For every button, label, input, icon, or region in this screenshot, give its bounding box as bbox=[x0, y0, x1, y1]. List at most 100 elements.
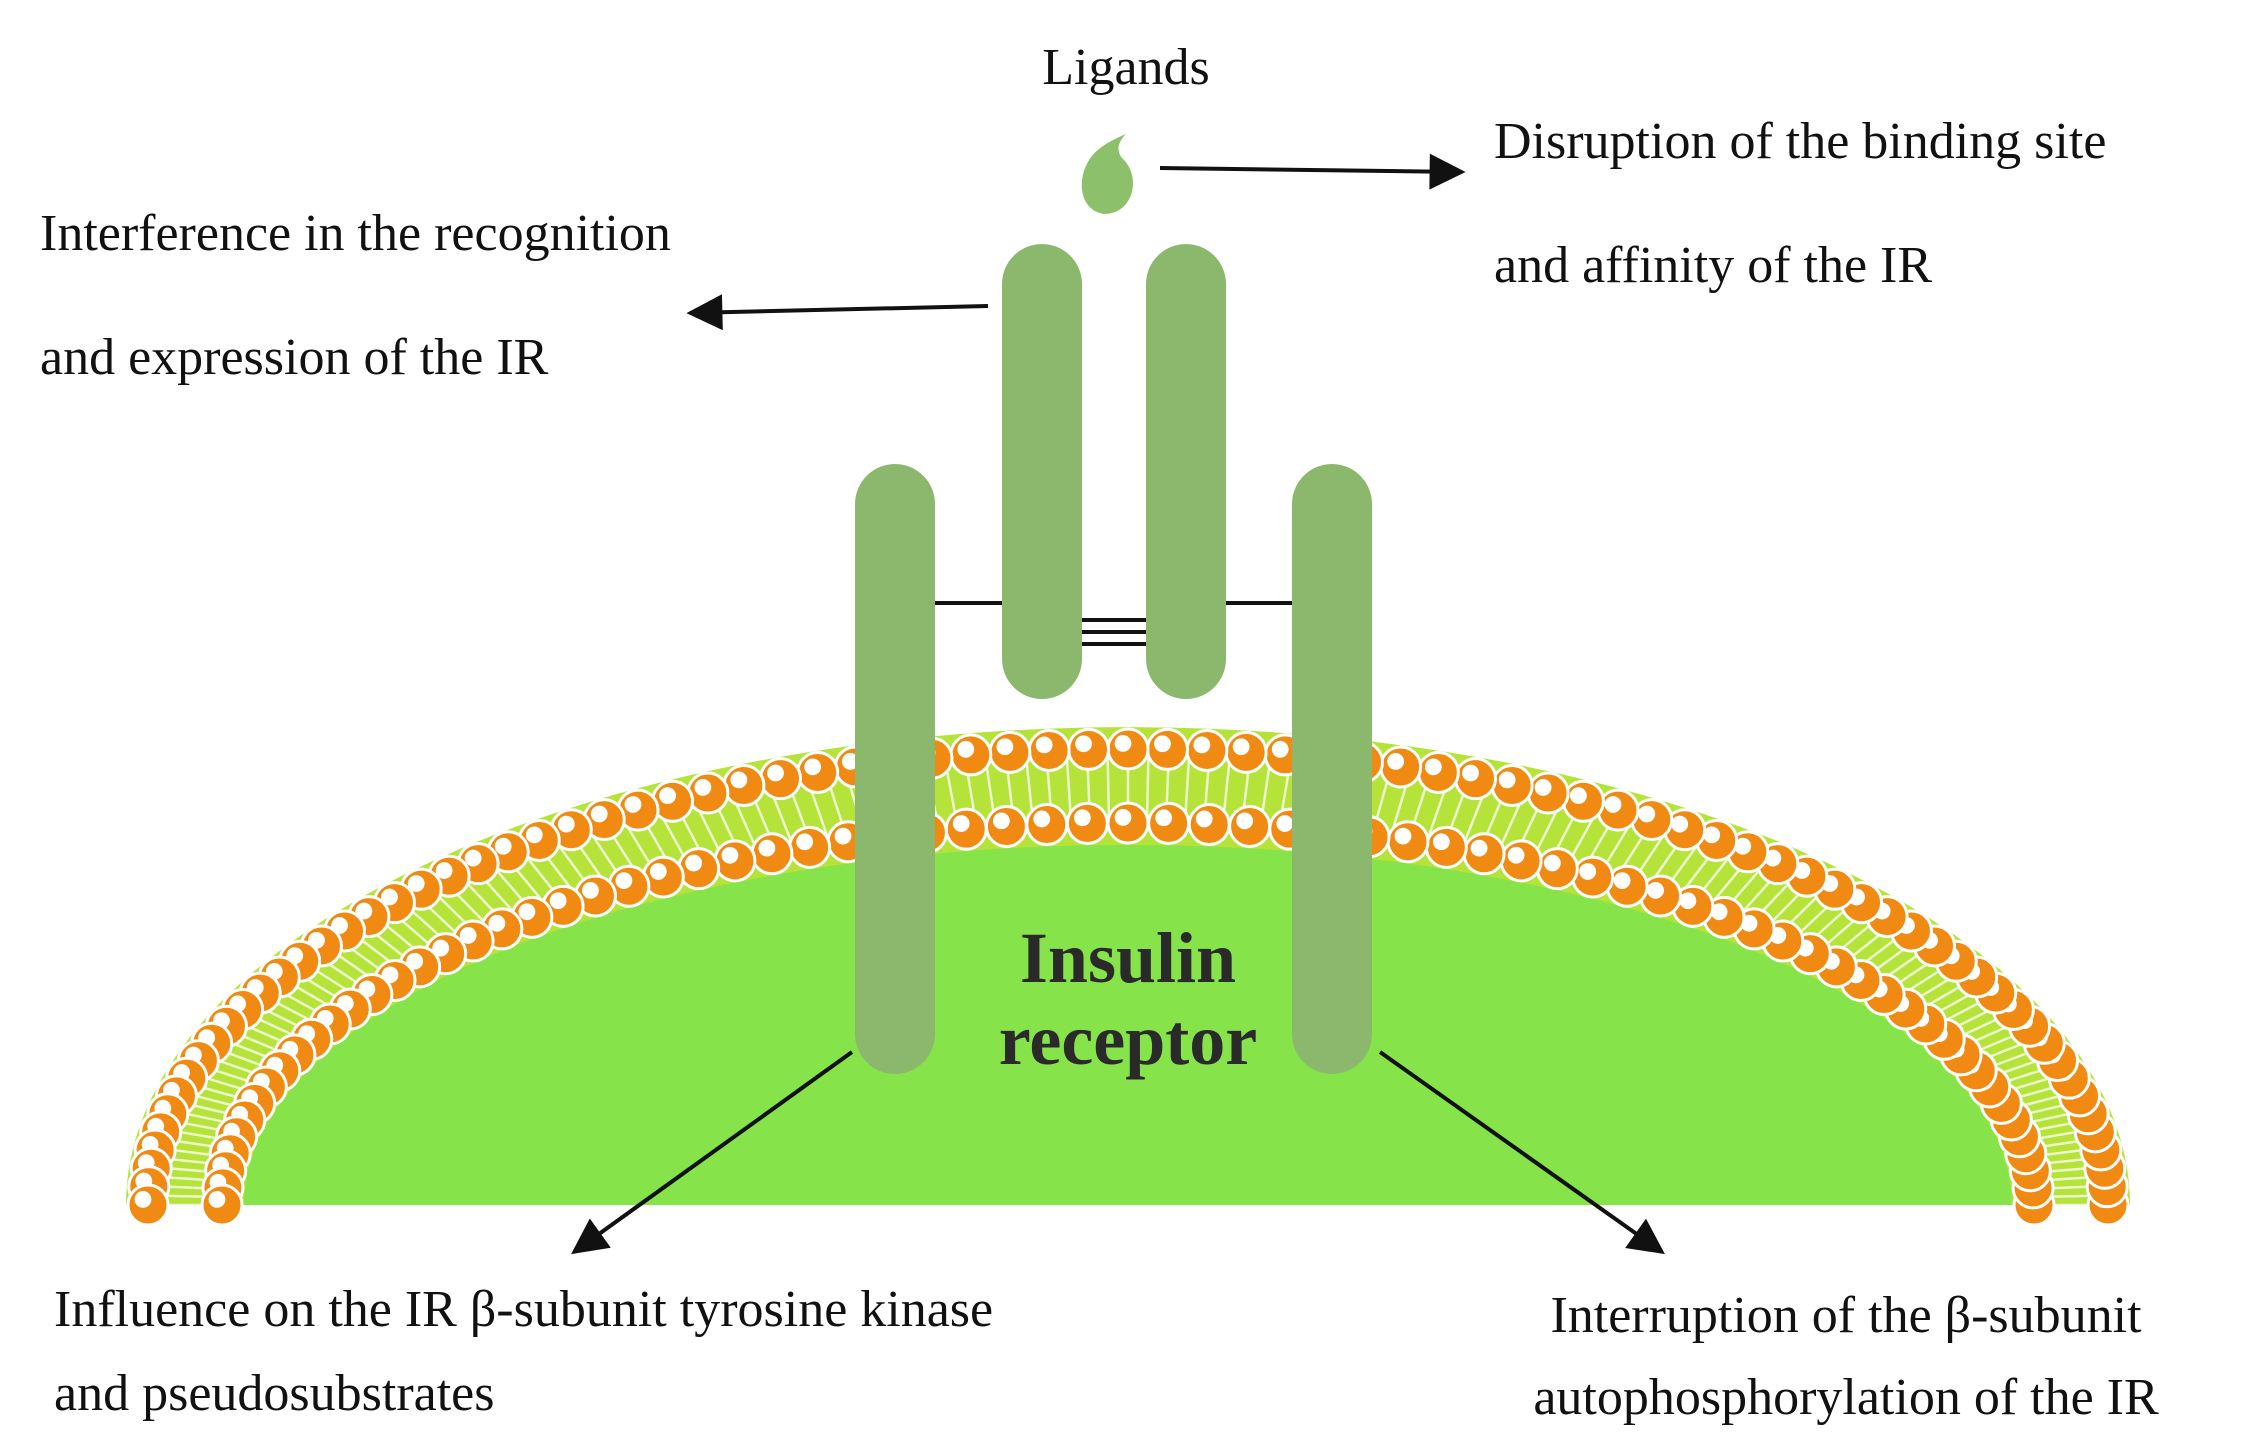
lipid-head-highlight bbox=[464, 849, 482, 867]
lipid-head-highlight bbox=[992, 812, 1010, 830]
lipid-head-highlight bbox=[1570, 787, 1587, 805]
autophosphorylation-label-line2: autophosphorylation of the IR bbox=[1533, 1369, 2159, 1426]
lipid-head-highlight bbox=[1114, 809, 1132, 826]
lipid-head-highlight bbox=[1703, 826, 1721, 844]
lipid-head-highlight bbox=[1035, 736, 1053, 754]
lipid-head-highlight bbox=[1604, 796, 1622, 813]
lipid-head-highlight bbox=[406, 952, 424, 970]
arrow-to-recognition bbox=[686, 294, 989, 331]
lipid-head-highlight bbox=[796, 833, 814, 851]
lipid-head-highlight bbox=[494, 837, 512, 855]
binding-site-label-line2: and affinity of the IR bbox=[1494, 237, 1932, 294]
lipid-tail bbox=[1145, 755, 1150, 818]
lipid-head-highlight bbox=[1154, 735, 1171, 753]
lipid-head-highlight bbox=[1638, 805, 1656, 823]
lipid-head-highlight bbox=[721, 846, 739, 864]
lipid-head-highlight bbox=[1424, 758, 1442, 776]
insulin-receptor-title-line1: Insulin bbox=[1020, 918, 1236, 998]
lipid-head-highlight bbox=[1613, 872, 1631, 889]
beta-subunit-right bbox=[1292, 464, 1372, 1074]
lipid-head-highlight bbox=[952, 815, 970, 832]
lipid-head-highlight bbox=[1073, 809, 1091, 827]
lipid-head-highlight bbox=[1470, 839, 1488, 857]
lipid-head-highlight bbox=[549, 892, 567, 910]
lipid-head-highlight bbox=[1271, 740, 1289, 758]
lipid-tail bbox=[1024, 757, 1034, 820]
lipid-head-highlight bbox=[407, 875, 425, 892]
lipid-head-highlight bbox=[615, 872, 633, 889]
lipid-head-highlight bbox=[1276, 815, 1294, 832]
lipid-head-highlight bbox=[659, 787, 676, 805]
lipid-head-highlight bbox=[730, 771, 748, 789]
tyrosine-kinase-label-line2: and pseudosubstrates bbox=[54, 1365, 494, 1422]
insulin-receptor bbox=[855, 134, 1372, 1074]
arrows bbox=[571, 153, 1665, 1255]
lipid-head-highlight bbox=[1462, 764, 1479, 782]
lipid-head-highlight bbox=[525, 826, 543, 844]
lipid-head-highlight bbox=[1155, 809, 1173, 827]
lipid-tail bbox=[1222, 757, 1232, 820]
lipid-head-highlight bbox=[1579, 863, 1597, 880]
lipid-head-highlight bbox=[1236, 812, 1254, 830]
lipid-bilayer-band bbox=[126, 727, 2130, 1205]
lipid-head-highlight bbox=[1498, 771, 1516, 789]
binding-site-label-line1: Disruption of the binding site bbox=[1494, 113, 2106, 170]
lipid-head-highlight bbox=[1114, 735, 1132, 752]
lipid-head-highlight bbox=[1734, 837, 1752, 855]
lipid-head-highlight bbox=[1534, 779, 1552, 796]
lipid-head-highlight bbox=[381, 888, 398, 906]
lipid-head-highlight bbox=[488, 914, 506, 932]
lipid-head-highlight bbox=[834, 827, 852, 845]
lipid-head-highlight bbox=[1710, 903, 1728, 921]
cell-membrane bbox=[126, 727, 2130, 1227]
lipid-head-highlight bbox=[624, 796, 642, 813]
lipid-head-highlight bbox=[767, 764, 784, 782]
lipid-head-highlight bbox=[590, 805, 608, 823]
ligand-droplet-icon bbox=[1081, 134, 1134, 214]
arrow-to-autophosphorylation bbox=[1378, 1050, 1665, 1255]
lipid-head-highlight bbox=[355, 902, 373, 920]
lipid-tail bbox=[1106, 755, 1111, 818]
arrow-to-binding-site bbox=[1159, 153, 1466, 190]
lipid-head-highlight bbox=[996, 738, 1014, 756]
lipid-head-highlight bbox=[649, 863, 667, 880]
lipid-head-highlight bbox=[1507, 846, 1525, 864]
lipid-head-highlight bbox=[685, 854, 703, 872]
lipid-head-highlight bbox=[1679, 892, 1697, 910]
lipid-tail bbox=[1184, 755, 1191, 818]
lipid-head-highlight bbox=[208, 1191, 226, 1208]
autophosphorylation-label-line1: Interruption of the β-subunit bbox=[1550, 1287, 2142, 1344]
lipid-head-highlight bbox=[957, 740, 975, 758]
alpha-subunit-right bbox=[1146, 244, 1226, 699]
lipid-head-highlight bbox=[1394, 827, 1412, 845]
lipid-head-highlight bbox=[1232, 738, 1250, 756]
lipid-head-highlight bbox=[1193, 736, 1211, 754]
lipid-head-highlight bbox=[557, 815, 575, 833]
lipid-head-highlight bbox=[459, 927, 477, 944]
lipid-head-highlight bbox=[694, 779, 712, 796]
insulin-receptor-title-line2: receptor bbox=[999, 1000, 1258, 1080]
lipid-head-highlight bbox=[758, 839, 776, 857]
arrow-to-tyrosine-kinase bbox=[571, 1050, 854, 1255]
lipid-head-highlight bbox=[1543, 854, 1561, 872]
lipid-head-highlight bbox=[1432, 833, 1450, 851]
lipid-heads-outer-layer bbox=[126, 727, 2130, 1227]
lipid-head-highlight bbox=[804, 758, 822, 776]
lipid-head-highlight bbox=[1033, 810, 1051, 828]
lipid-head-highlight bbox=[1671, 815, 1689, 833]
labels: Ligands Disruption of the binding site a… bbox=[40, 39, 2159, 1426]
lipid-tail bbox=[1065, 755, 1072, 818]
lipid-head-highlight bbox=[435, 862, 453, 879]
lipid-head-highlight bbox=[1195, 810, 1213, 828]
ligands-label: Ligands bbox=[1042, 39, 1210, 96]
lipid-head-highlight bbox=[518, 903, 536, 921]
lipid-head-highlight bbox=[1647, 881, 1664, 899]
lipid-head-highlight bbox=[582, 881, 599, 899]
lipid-head-highlight bbox=[134, 1191, 152, 1208]
lipid-head-highlight bbox=[1075, 735, 1092, 753]
recognition-label-line1: Interference in the recognition bbox=[40, 205, 671, 262]
lipid-head-highlight bbox=[1387, 753, 1405, 770]
beta-subunit-left bbox=[855, 464, 935, 1074]
alpha-subunit-left bbox=[1002, 244, 1082, 699]
